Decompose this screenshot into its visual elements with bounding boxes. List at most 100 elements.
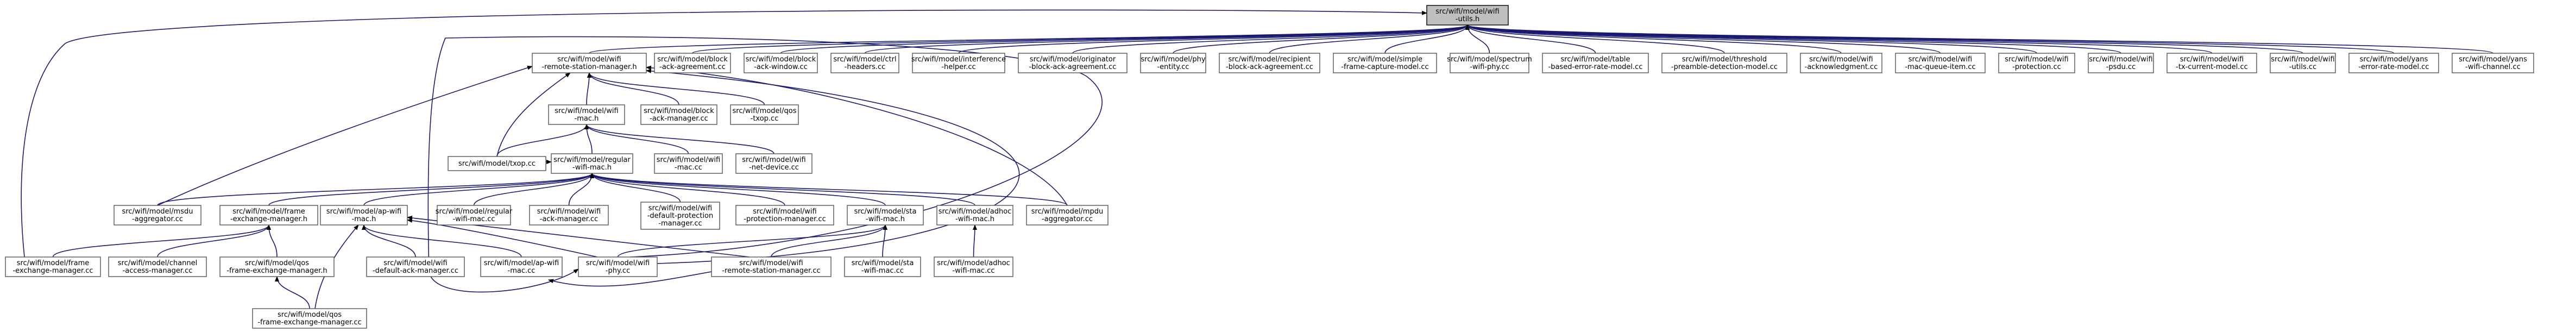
- node-label-line: -mac.h: [352, 215, 376, 223]
- edge-wifi-default-protection-manager-cc-to-regular-wifi-mac-h: [590, 173, 681, 203]
- node-wifi-default-ack-manager-cc[interactable]: src/wifi/model/wifi-default-ack-manager.…: [366, 256, 465, 277]
- node-box: [735, 153, 813, 174]
- edge-wifi-acknowledgment-cc-to-wifi-utils-h: [1465, 24, 1842, 54]
- node-msdu-aggregator-cc[interactable]: src/wifi/model/msdu-aggregator.cc: [114, 205, 201, 225]
- edge-txop-cc-to-wifi-mac-h: [496, 124, 589, 157]
- node-box: [735, 205, 834, 225]
- edge-block-ack-manager-cc-to-remote-station-manager-h: [587, 72, 679, 105]
- node-wifi-psdu-cc[interactable]: src/wifi/model/wifi-psdu.cc: [2088, 53, 2154, 73]
- node-label-line: src/wifi/model/regular: [553, 156, 631, 164]
- node-label-line: src/wifi/model/sta: [852, 259, 914, 267]
- node-spectrum-wifi-phy-cc[interactable]: src/wifi/model/spectrum-wifi-phy.cc: [1447, 53, 1532, 73]
- node-frame-exchange-manager-h[interactable]: src/wifi/model/frame-exchange-manager.h: [219, 205, 318, 225]
- node-box: [252, 308, 367, 329]
- node-label-line: -entity.cc: [1157, 63, 1189, 71]
- node-wifi-utils-h[interactable]: src/wifi/model/wifi-utils.h: [1426, 5, 1509, 26]
- node-label-line: src/wifi/model/adhoc: [939, 208, 1012, 216]
- node-label-line: -mac.cc: [508, 267, 536, 275]
- node-box: [532, 53, 647, 73]
- node-regular-wifi-mac-cc[interactable]: src/wifi/model/regular-wifi-mac.cc: [436, 205, 513, 225]
- node-label-line: src/wifi/model/threshold: [1682, 55, 1767, 64]
- node-threshold-preamble-detection-model-cc[interactable]: src/wifi/model/threshold-preamble-detect…: [1661, 53, 1787, 73]
- edge-ap-wifi-mac-cc-to-ap-wifi-mac-h: [362, 224, 522, 258]
- node-simple-frame-capture-model-cc[interactable]: src/wifi/model/simple-frame-capture-mode…: [1333, 53, 1437, 73]
- node-yans-error-rate-model-cc[interactable]: src/wifi/model/yans-error-rate-model.cc: [2348, 53, 2439, 73]
- node-box: [114, 205, 201, 225]
- node-ap-wifi-mac-h[interactable]: src/wifi/model/ap-wifi-mac.h: [320, 205, 408, 225]
- edge-yans-wifi-channel-cc-to-wifi-utils-h: [1465, 24, 2493, 54]
- node-label-line: src/wifi/model/block: [657, 55, 728, 64]
- node-label-line: -wifi-mac.h: [572, 164, 612, 172]
- node-channel-access-manager-cc[interactable]: src/wifi/model/channel-access-manager.cc: [108, 256, 207, 277]
- node-wifi-acknowledgment-cc[interactable]: src/wifi/model/wifi-acknowledgment.cc: [1800, 53, 1882, 73]
- node-wifi-remote-station-manager-cc[interactable]: src/wifi/model/wifi-remote-station-manag…: [711, 256, 832, 277]
- node-ap-wifi-mac-cc[interactable]: src/wifi/model/ap-wifi-mac.cc: [480, 256, 563, 277]
- node-wifi-protection-cc[interactable]: src/wifi/model/wifi-protection.cc: [1998, 53, 2075, 73]
- node-label-line: -block-ack-agreement.cc: [1029, 63, 1117, 71]
- node-table-based-error-rate-model-cc[interactable]: src/wifi/model/table-based-error-rate-mo…: [1542, 53, 1649, 73]
- node-box: [2270, 53, 2336, 73]
- node-wifi-utils-cc[interactable]: src/wifi/model/wifi-utils.cc: [2270, 53, 2336, 73]
- node-label-line: -wifi-mac.cc: [952, 267, 994, 275]
- node-label-line: -default-protection: [647, 212, 714, 220]
- node-label-line: -wifi-mac.cc: [861, 267, 904, 275]
- node-txop-cc[interactable]: src/wifi/model/txop.cc: [448, 156, 546, 171]
- node-ctrl-headers-cc[interactable]: src/wifi/model/ctrl-headers.cc: [830, 53, 899, 73]
- node-frame-exchange-manager-cc[interactable]: src/wifi/model/frame-exchange-manager.cc: [5, 256, 101, 277]
- node-box: [1542, 53, 1649, 73]
- node-label-line: -frame-capture-model.cc: [1341, 63, 1428, 71]
- node-wifi-mac-h[interactable]: src/wifi/model/wifi-mac.h: [548, 104, 625, 125]
- edge-mpdu-aggregator-cc-to-regular-wifi-mac-h: [590, 173, 1068, 206]
- node-label-line: src/wifi/model/qos: [278, 311, 342, 319]
- node-label-line: -mac.h: [575, 115, 599, 123]
- node-box: [1333, 53, 1437, 73]
- node-label-line: -wifi-mac.h: [866, 215, 905, 223]
- node-box: [2166, 53, 2257, 73]
- node-label-line: src/wifi/model/interference: [911, 55, 1006, 64]
- edge-msdu-aggregator-cc-to-remote-station-manager-h: [157, 65, 533, 206]
- node-wifi-default-protection-manager-cc[interactable]: src/wifi/model/wifi-default-protection-m…: [640, 202, 720, 230]
- node-wifi-mac-cc[interactable]: src/wifi/model/wifi-mac.cc: [654, 153, 723, 174]
- node-box: [934, 256, 1013, 277]
- edge-qos-frame-exchange-manager-h-to-frame-exchange-manager-h: [267, 224, 278, 258]
- node-yans-wifi-channel-cc[interactable]: src/wifi/model/yans-wifi-channel.cc: [2452, 53, 2534, 73]
- node-box: [830, 53, 899, 73]
- node-wifi-mac-queue-item-cc[interactable]: src/wifi/model/wifi-mac-queue-item.cc: [1895, 53, 1986, 73]
- node-wifi-protection-manager-cc[interactable]: src/wifi/model/wifi-protection-manager.c…: [735, 205, 834, 225]
- node-qos-frame-exchange-manager-cc[interactable]: src/wifi/model/qos-frame-exchange-manage…: [252, 308, 367, 329]
- node-label-line: -utils.h: [1456, 15, 1479, 23]
- node-box: [640, 104, 717, 125]
- edge-simple-frame-capture-model-cc-to-wifi-utils-h: [1384, 24, 1470, 54]
- node-qos-frame-exchange-manager-h[interactable]: src/wifi/model/qos-frame-exchange-manage…: [219, 256, 335, 277]
- node-remote-station-manager-h[interactable]: src/wifi/model/wifi-remote-station-manag…: [532, 53, 647, 73]
- node-sta-wifi-mac-h[interactable]: src/wifi/model/sta-wifi-mac.h: [847, 205, 924, 225]
- node-block-ack-manager-cc[interactable]: src/wifi/model/block-ack-manager.cc: [640, 104, 717, 125]
- node-originator-block-ack-agreement-cc[interactable]: src/wifi/model/originator-block-ack-agre…: [1018, 53, 1128, 73]
- edge-adhoc-wifi-mac-cc-to-adhoc-wifi-mac-h: [972, 224, 977, 258]
- node-wifi-phy-cc[interactable]: src/wifi/model/wifi-phy.cc: [578, 256, 658, 277]
- node-label-line: -frame-exchange-manager.cc: [257, 318, 361, 327]
- node-wifi-ack-manager-cc[interactable]: src/wifi/model/wifi-ack-manager.cc: [529, 205, 609, 225]
- node-phy-entity-cc[interactable]: src/wifi/model/phy-entity.cc: [1140, 53, 1206, 73]
- node-adhoc-wifi-mac-cc[interactable]: src/wifi/model/adhoc-wifi-mac.cc: [934, 256, 1013, 277]
- node-wifi-net-device-cc[interactable]: src/wifi/model/wifi-net-device.cc: [735, 153, 813, 174]
- node-label-line: -acknowledgment.cc: [1805, 63, 1878, 71]
- node-adhoc-wifi-mac-h[interactable]: src/wifi/model/adhoc-wifi-mac.h: [936, 205, 1013, 225]
- node-block-ack-window-cc[interactable]: src/wifi/model/block-ack-window.cc: [744, 53, 818, 73]
- node-mpdu-aggregator-cc[interactable]: src/wifi/model/mpdu-aggregator.cc: [1026, 205, 1109, 225]
- node-recipient-block-ack-agreement-cc[interactable]: src/wifi/model/recipient-block-ack-agree…: [1219, 53, 1320, 73]
- node-block-ack-agreement-cc[interactable]: src/wifi/model/block-ack-agreement.cc: [654, 53, 731, 73]
- node-qos-txop-cc[interactable]: src/wifi/model/qos-txop.cc: [730, 104, 799, 125]
- node-label-line: src/wifi/model/yans: [2459, 55, 2527, 64]
- node-wifi-tx-current-model-cc[interactable]: src/wifi/model/wifi-tx-current-model.cc: [2166, 53, 2257, 73]
- node-label-line: src/wifi/model/simple: [1347, 55, 1422, 64]
- node-label-line: src/wifi/model/wifi: [648, 204, 712, 212]
- node-sta-wifi-mac-cc[interactable]: src/wifi/model/sta-wifi-mac.cc: [844, 256, 921, 277]
- node-label-line: -protection-manager.cc: [744, 215, 826, 223]
- node-label-line: -ack-manager.cc: [650, 115, 708, 123]
- node-box: [548, 104, 625, 125]
- node-label-line: src/wifi/model/wifi: [2089, 55, 2152, 64]
- edge-qos-txop-cc-to-remote-station-manager-h: [587, 72, 765, 105]
- node-regular-wifi-mac-h[interactable]: src/wifi/model/regular-wifi-mac.h: [551, 153, 633, 174]
- node-interference-helper-cc[interactable]: src/wifi/model/interference-helper.cc: [911, 53, 1006, 73]
